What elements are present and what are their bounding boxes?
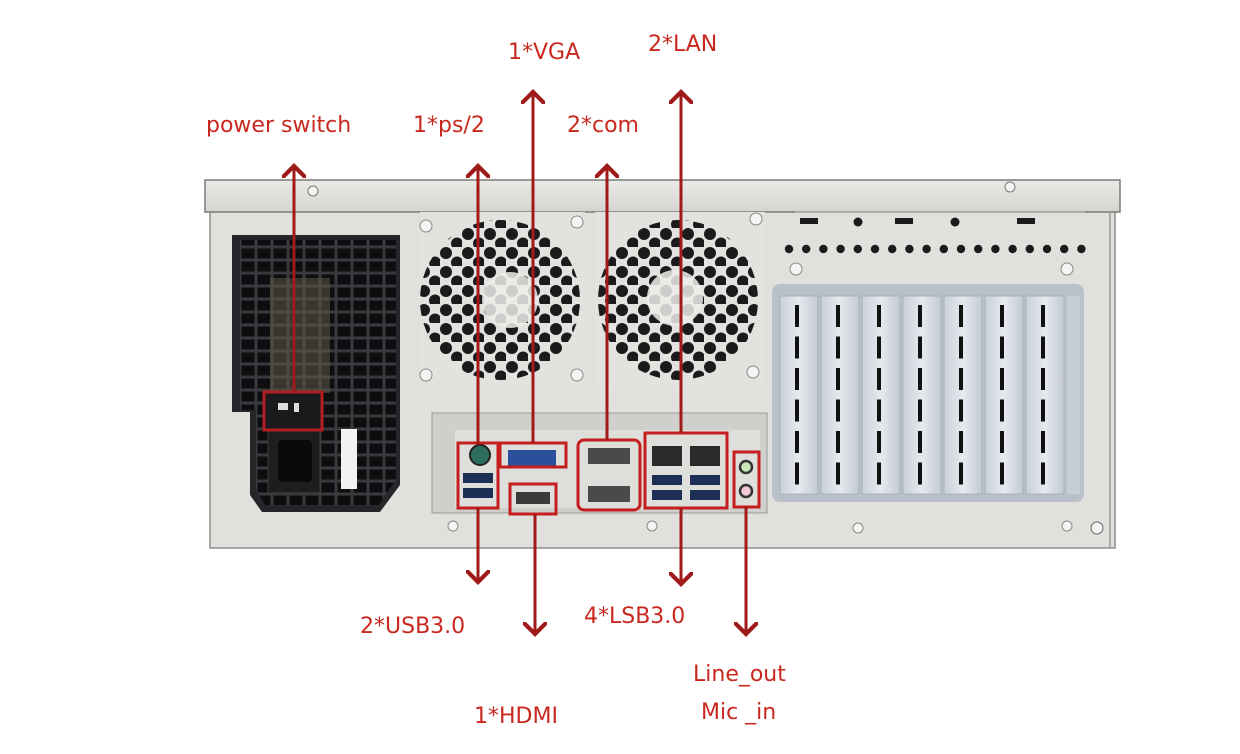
screw-icon — [1004, 181, 1016, 193]
expansion-slot-cover — [779, 295, 819, 495]
hdmi-port — [516, 492, 550, 504]
label-ps2: 1*ps/2 — [413, 113, 485, 138]
line-out-jack — [738, 459, 754, 475]
vent-hole — [853, 244, 862, 254]
io-shield — [431, 412, 768, 532]
vent-hole — [802, 244, 811, 254]
vent-hole — [939, 244, 948, 254]
vent-hole — [1077, 244, 1086, 254]
lan-port — [690, 446, 720, 466]
ps2-port — [469, 444, 491, 466]
label-com: 2*com — [567, 113, 639, 138]
com-port — [588, 448, 630, 464]
vent-hole — [836, 244, 845, 254]
label-usb-right: 4*LSB3.0 — [584, 604, 686, 629]
expansion-slot-cover — [984, 295, 1024, 495]
vga-port — [508, 450, 556, 466]
usb3-port — [463, 473, 493, 483]
usb3-port — [463, 488, 493, 498]
vent-hole — [870, 244, 880, 254]
psu-label-sticker — [341, 429, 357, 489]
top-cover-lip — [204, 179, 1121, 213]
com-port — [588, 486, 630, 502]
vent-hole — [991, 244, 1000, 254]
label-line-out: Line_out — [693, 662, 786, 687]
vent-hole — [819, 244, 828, 254]
vent-hole — [905, 244, 914, 254]
vent-hole — [1060, 244, 1069, 254]
screw-icon — [307, 185, 319, 197]
lan-usb-highlight — [643, 431, 729, 510]
lan-port — [652, 446, 682, 466]
callout-arrows — [294, 92, 746, 634]
vent-row — [784, 244, 1086, 254]
vent-hole — [974, 244, 983, 254]
expansion-slot-cover — [1025, 295, 1065, 495]
expansion-slot-cover — [902, 295, 942, 495]
vent-hole — [888, 244, 897, 254]
vent-hole — [1025, 244, 1035, 254]
usb3-port — [652, 475, 682, 485]
power-switch — [262, 390, 324, 432]
vent-hole — [784, 244, 794, 254]
label-usb-left: 2*USB3.0 — [360, 614, 466, 639]
vent-hole — [922, 244, 931, 254]
label-power-switch: power switch — [206, 113, 352, 138]
usb3-port — [690, 490, 720, 500]
vent-hole — [1042, 244, 1052, 254]
usb3-port — [690, 475, 720, 485]
mic-in-jack — [738, 483, 754, 499]
usb3-port — [652, 490, 682, 500]
expansion-slot-area — [772, 211, 1104, 535]
expansion-slot-cover — [820, 295, 860, 495]
expansion-slot-cover — [861, 295, 901, 495]
iec-power-inlet — [278, 440, 312, 482]
label-hdmi: 1*HDMI — [474, 704, 558, 729]
label-lan: 2*LAN — [648, 32, 718, 57]
label-mic-in: Mic _in — [701, 700, 777, 725]
hdmi-highlight — [508, 482, 558, 516]
expansion-slot-cover — [943, 295, 983, 495]
power-supply-unit — [232, 235, 400, 512]
vent-hole — [956, 244, 966, 254]
vent-hole — [1008, 244, 1017, 254]
com-highlight — [576, 438, 642, 512]
expansion-slots — [779, 295, 1080, 495]
label-vga: 1*VGA — [508, 40, 581, 65]
